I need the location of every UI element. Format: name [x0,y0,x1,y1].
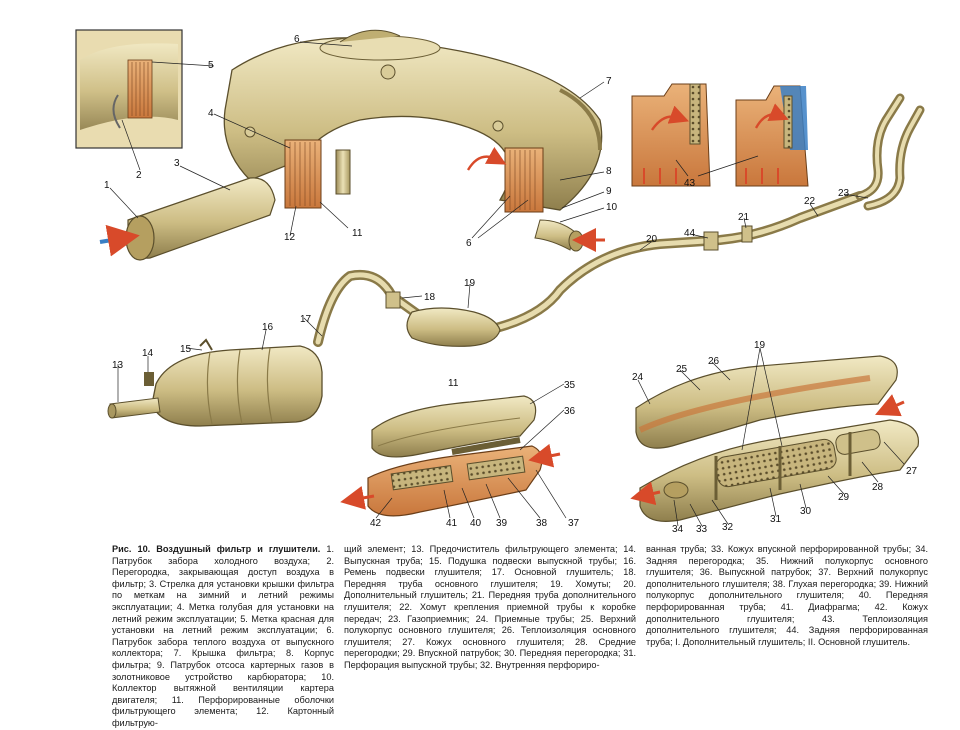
callout-28: 28 [872,482,884,493]
callout-14: 14 [142,348,154,359]
callout-37: 37 [568,518,580,529]
caption-column-2: щий элемент; 13. Предочиститель фильтрую… [344,544,636,670]
callout-19: 19 [754,340,766,351]
callout-15: 15 [180,344,192,355]
callout-19: 19 [464,278,476,289]
callout-41: 41 [446,518,458,529]
callout-43: 43 [684,178,696,189]
leader-lines [109,41,905,527]
callout-24: 24 [632,372,644,383]
blind-partition [451,437,521,455]
figure-title: Рис. 10. Воздушный фильтр и глушители. [112,544,321,554]
callout-31: 31 [770,514,782,525]
callout-11: 11 [448,378,459,389]
pipe-hanger [144,372,154,386]
filter-element-left [284,139,322,209]
callout-8: 8 [606,166,612,177]
callout-6: 6 [294,34,300,45]
outlet-pipe [663,481,689,499]
callout-3: 3 [174,158,180,169]
tail-pipe [109,397,161,419]
filter-element-right [504,147,544,213]
callout-40: 40 [470,518,482,529]
callout-2: 2 [136,170,142,181]
callout-21: 21 [738,212,750,223]
rear-perforated-tube [390,465,454,491]
callout-7: 7 [606,76,612,87]
callout-30: 30 [800,506,812,517]
callout-4: 4 [208,108,214,119]
callout-9: 9 [606,186,612,197]
callout-36: 36 [564,406,576,417]
air-filter-assembly [75,29,605,261]
callout-13: 13 [112,360,124,371]
callout-29: 29 [838,492,850,503]
callout-5: 5 [208,60,214,71]
callout-26: 26 [708,356,720,367]
clamp-22 [741,225,753,243]
callout-33: 33 [696,524,708,535]
caption-column-1: Рис. 10. Воздушный фильтр и глушители. 1… [112,544,334,730]
callout-1: 1 [104,180,110,191]
cover-nut [380,64,396,80]
inlet-pipe [835,429,881,455]
callout-18: 18 [424,292,436,303]
callout-17: 17 [300,314,312,325]
callout-23: 23 [838,188,850,199]
callout-42: 42 [370,518,382,529]
callout-39: 39 [496,518,508,529]
callout-16: 16 [262,322,274,333]
upper-half-shell [371,395,537,458]
caption-text-1: 1. Патрубок забора холодного воздуха; 2.… [112,544,335,728]
callout-27: 27 [906,466,918,477]
air-filter-and-mufflers-illustration: 1234567891011121314151617181920212223242… [75,29,925,535]
callout-11: 11 [352,228,363,239]
main-muffler-exploded [630,355,920,522]
callout-10: 10 [606,202,618,213]
callout-22: 22 [804,196,816,207]
callout-25: 25 [676,364,688,375]
exhaust-system [107,93,925,427]
muffler-strap [199,338,213,351]
clamp-19 [703,231,719,251]
additional-muffler-exploded [340,395,561,517]
callout-32: 32 [722,522,734,533]
front-perforated-tube [466,455,526,481]
callout-6: 6 [466,238,472,249]
callout-35: 35 [564,380,576,391]
caption-column-3: ванная труба; 33. Кожух впускной перфори… [646,544,928,647]
clamp-19b [385,291,401,309]
callout-34: 34 [672,524,684,535]
callout-12: 12 [284,232,296,243]
additional-muffler [406,307,501,347]
insulation-main [638,375,871,433]
callout-20: 20 [646,234,658,245]
upper-half-shell-main [635,355,898,449]
filter-cover [223,37,603,211]
partition-detail-views [631,83,809,187]
callout-38: 38 [536,518,548,529]
callout-44: 44 [684,228,696,239]
